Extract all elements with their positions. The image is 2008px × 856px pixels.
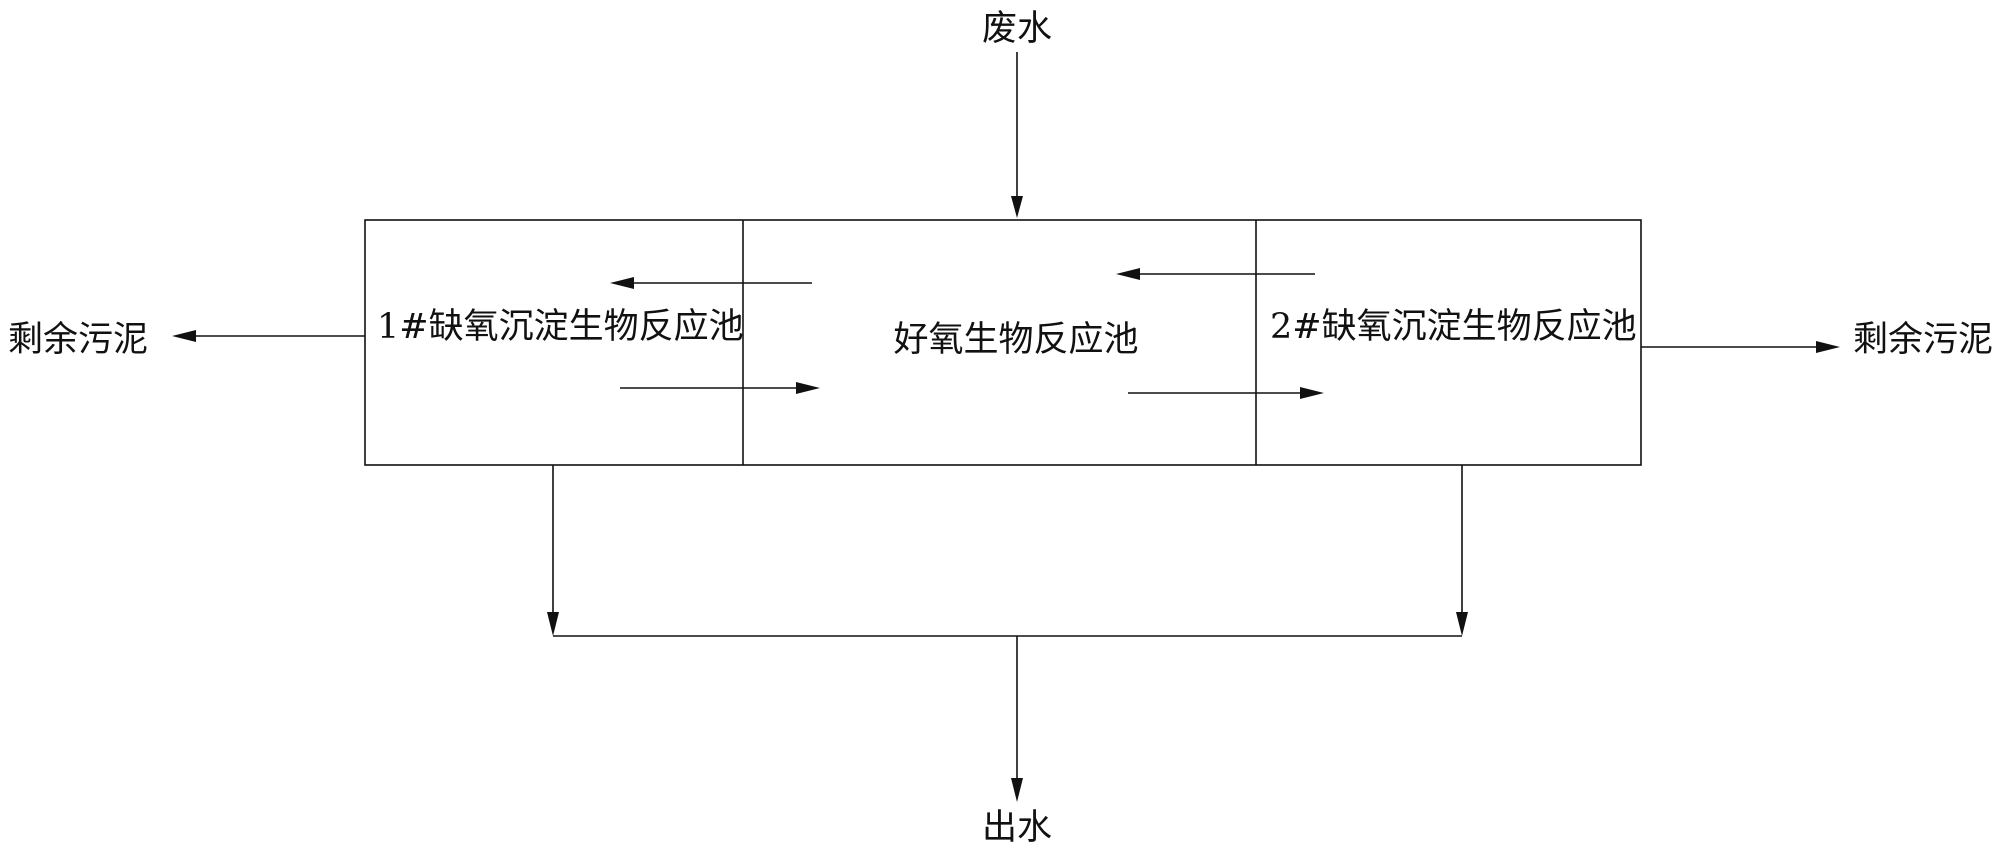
sludge-left-label: 剩余污泥 (8, 320, 148, 360)
tank-aerobic-label: 好氧生物反应池 (893, 320, 1138, 360)
flow-arrow-aerobic-to-tank2 (1128, 387, 1324, 399)
inflow-label: 废水 (982, 9, 1052, 49)
tank2-label: 2#缺氧沉淀生物反应池 (1270, 307, 1637, 347)
sludge-right-arrow (1641, 341, 1840, 353)
outflow-arrow (1011, 636, 1023, 802)
inflow-arrow (1011, 52, 1023, 218)
reactor-block (364, 219, 1642, 466)
effluent-right-drop (1456, 465, 1468, 636)
outflow-label: 出水 (982, 808, 1052, 848)
sludge-right-label: 剩余污泥 (1853, 320, 1993, 360)
tank1-label: 1#缺氧沉淀生物反应池 (377, 307, 744, 347)
effluent-left-drop (547, 465, 559, 636)
recycle-arrow-to-tank1 (610, 277, 812, 289)
recycle-arrow-to-aerobic (1116, 268, 1315, 280)
sludge-left-arrow (172, 330, 365, 342)
flow-arrow-tank1-to-aerobic (620, 382, 820, 394)
